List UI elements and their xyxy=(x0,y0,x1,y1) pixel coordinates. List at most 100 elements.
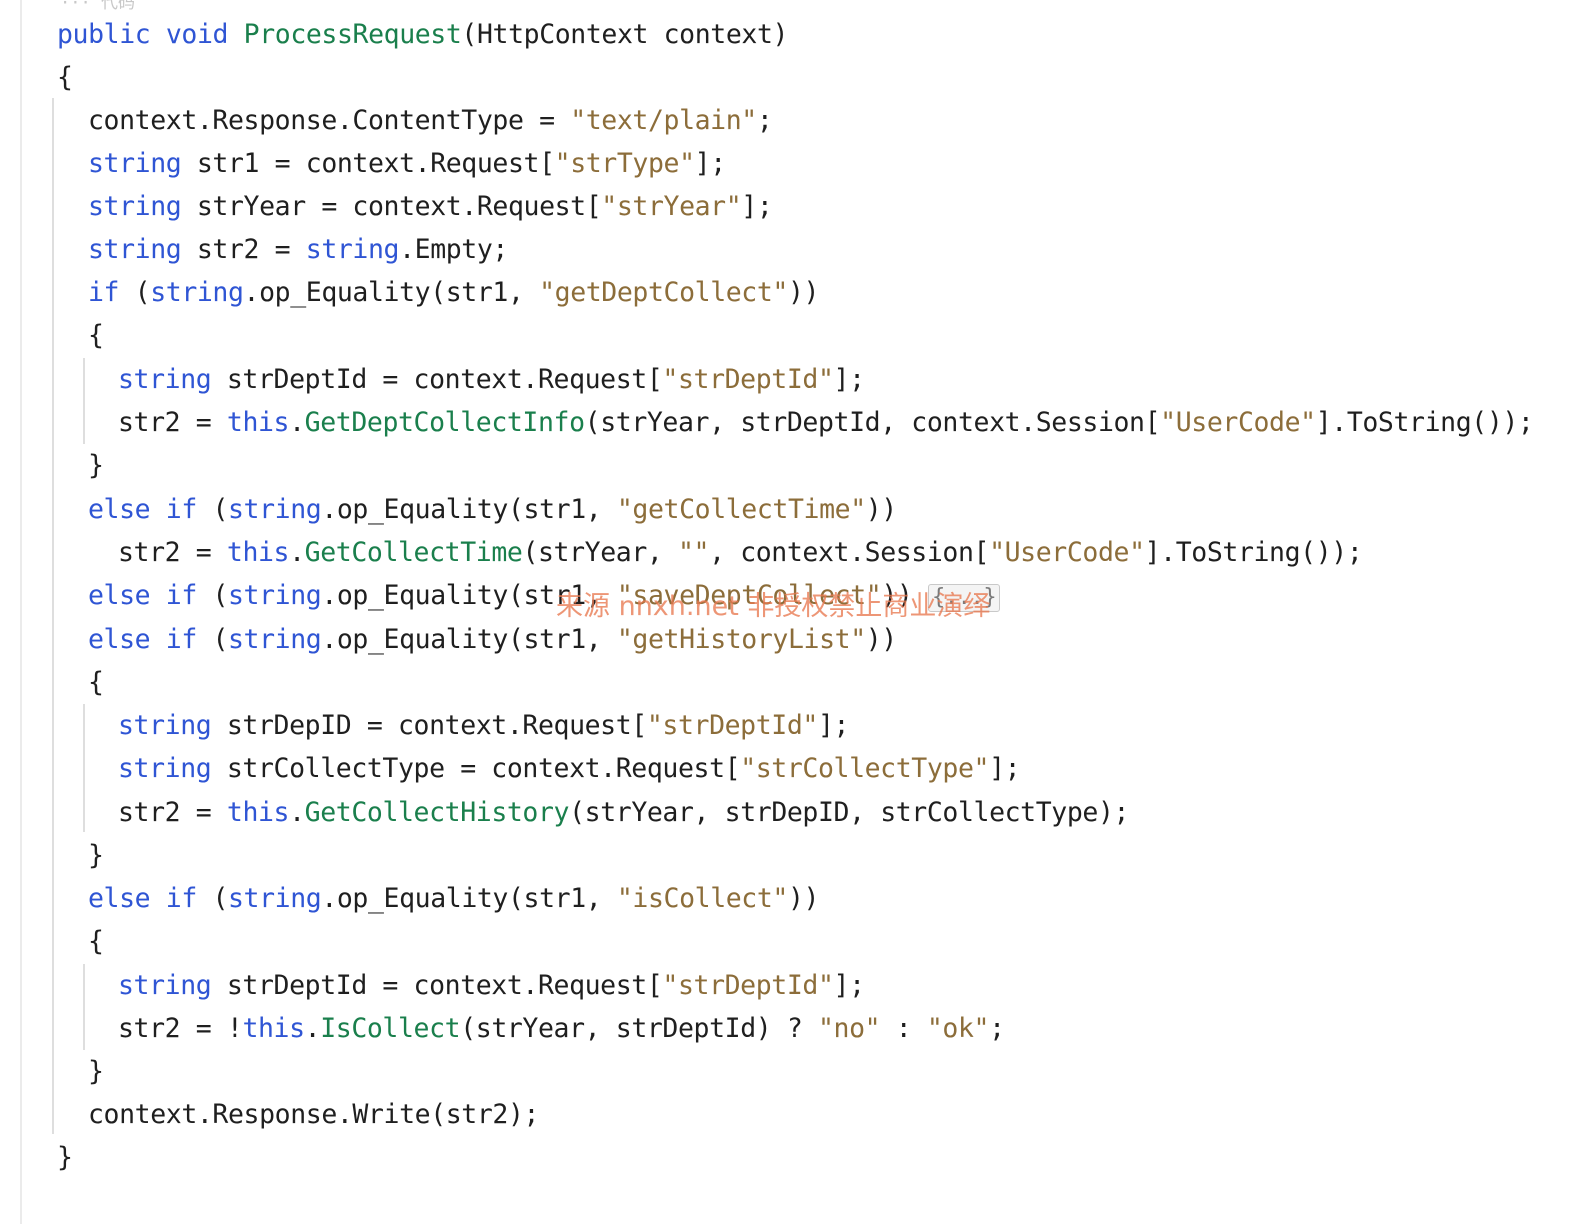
fold-placeholder[interactable]: {...} xyxy=(927,584,1001,612)
code-line[interactable]: str2 = !this.IsCollect(strYear, strDeptI… xyxy=(118,1013,1005,1045)
code-line[interactable]: string str2 = string.Empty; xyxy=(88,234,508,266)
editor-gutter-border xyxy=(20,0,22,1224)
code-token: ; xyxy=(756,105,773,136)
code-token: } xyxy=(88,1056,104,1087)
code-line[interactable]: else if (string.op_Equality(str1, "getHi… xyxy=(88,624,897,656)
code-token: .op_Equality(str1, xyxy=(321,580,617,611)
indent-guide xyxy=(83,704,85,832)
code-token: (HttpContext context) xyxy=(461,19,789,50)
code-token: this xyxy=(226,407,290,438)
code-line[interactable]: { xyxy=(57,62,73,94)
code-line[interactable]: { xyxy=(88,320,104,352)
code-line[interactable]: else if (string.op_Equality(str1, "saveD… xyxy=(88,580,1001,612)
code-token: string xyxy=(118,970,212,1001)
code-line[interactable]: string strDepID = context.Request["strDe… xyxy=(118,710,849,742)
code-line[interactable]: context.Response.ContentType = "text/pla… xyxy=(88,105,773,137)
code-token: "isCollect" xyxy=(616,883,789,914)
code-token: { xyxy=(57,62,73,93)
code-line[interactable]: else if (string.op_Equality(str1, "isCol… xyxy=(88,883,819,915)
code-line[interactable]: { xyxy=(88,926,104,958)
code-token: str2 = xyxy=(118,537,227,568)
code-token: ]; xyxy=(989,753,1021,784)
code-token: ( xyxy=(196,494,228,525)
code-token: string xyxy=(88,148,182,179)
code-line[interactable]: str2 = this.GetCollectHistory(strYear, s… xyxy=(118,797,1129,829)
code-line[interactable]: str2 = this.GetDeptCollectInfo(strYear, … xyxy=(118,407,1534,439)
code-line[interactable]: if (string.op_Equality(str1, "getDeptCol… xyxy=(88,277,819,309)
code-token: .op_Equality(str1, xyxy=(321,494,617,525)
code-line[interactable]: } xyxy=(88,1056,104,1088)
code-token: "strDeptId" xyxy=(662,970,834,1001)
code-token: "ok" xyxy=(926,1013,990,1044)
code-token: (strYear, strDeptId) ? xyxy=(460,1013,818,1044)
code-token: (strYear, strDepID, strCollectType); xyxy=(569,797,1130,828)
code-token: if xyxy=(88,277,120,308)
code-token: ]; xyxy=(741,191,773,222)
code-token: . xyxy=(289,407,305,438)
code-token: , context.Session[ xyxy=(709,537,990,568)
code-token: string xyxy=(228,494,322,525)
code-token: { xyxy=(88,926,104,957)
code-token: this xyxy=(226,797,290,828)
code-token: ].ToString()); xyxy=(1315,407,1534,438)
code-token: strDepID = context.Request[ xyxy=(211,710,647,741)
code-token: ( xyxy=(196,624,228,655)
code-token: GetDeptCollectInfo xyxy=(304,407,585,438)
code-line[interactable]: string strYear = context.Request["strYea… xyxy=(88,191,773,223)
code-line[interactable]: } xyxy=(88,450,104,482)
code-token: : xyxy=(880,1013,927,1044)
code-token: ]; xyxy=(833,364,866,395)
code-line[interactable]: string str1 = context.Request["strType"]… xyxy=(88,148,726,180)
code-token: ProcessRequest xyxy=(243,19,462,50)
code-token: ]; xyxy=(833,970,866,1001)
code-token: "saveDeptCollect" xyxy=(616,580,882,611)
code-line[interactable]: } xyxy=(88,840,104,872)
code-token: (strYear, xyxy=(522,537,678,568)
code-token: "strDeptId" xyxy=(646,710,819,741)
code-token: .op_Equality(str1, xyxy=(321,883,617,914)
code-token: string xyxy=(88,234,182,265)
code-token: "no" xyxy=(817,1013,881,1044)
code-token: )) xyxy=(865,494,898,525)
code-token: )) xyxy=(881,580,928,611)
code-token: GetCollectHistory xyxy=(304,797,570,828)
code-token: str2 = xyxy=(118,407,227,438)
code-line[interactable]: string strDeptId = context.Request["strD… xyxy=(118,970,865,1002)
code-line[interactable]: } xyxy=(57,1142,73,1174)
code-token: } xyxy=(88,450,104,481)
code-token: context.Response.Write(str2); xyxy=(88,1099,540,1130)
top-ghost-text: ··· 代码 xyxy=(60,0,135,13)
code-token: "" xyxy=(677,537,710,568)
code-token: "strType" xyxy=(554,148,695,179)
code-token: . xyxy=(289,797,305,828)
code-token: strCollectType = context.Request[ xyxy=(211,753,741,784)
code-token: "text/plain" xyxy=(570,105,757,136)
code-token: string xyxy=(228,624,322,655)
code-token: ( xyxy=(196,580,228,611)
code-token: string xyxy=(228,883,322,914)
code-token: str1 = context.Request[ xyxy=(181,148,555,179)
code-token: ( xyxy=(196,883,228,914)
code-token: public void xyxy=(57,19,244,50)
code-token: strDeptId = context.Request[ xyxy=(211,970,663,1001)
code-token: context.Response.ContentType = xyxy=(88,105,571,136)
code-token: "getCollectTime" xyxy=(616,494,866,525)
code-line[interactable]: public void ProcessRequest(HttpContext c… xyxy=(57,19,788,51)
code-token: string xyxy=(228,580,322,611)
code-line[interactable]: str2 = this.GetCollectTime(strYear, "", … xyxy=(118,537,1363,569)
code-token: "UserCode" xyxy=(989,537,1145,568)
indent-guide xyxy=(83,964,85,1050)
code-line[interactable]: else if (string.op_Equality(str1, "getCo… xyxy=(88,494,897,526)
code-token: { xyxy=(88,667,104,698)
code-line[interactable]: { xyxy=(88,667,104,699)
code-token: str2 = xyxy=(181,234,306,265)
code-token: else if xyxy=(88,580,197,611)
code-line[interactable]: string strDeptId = context.Request["strD… xyxy=(118,364,865,396)
code-token: IsCollect xyxy=(320,1013,461,1044)
code-line[interactable]: string strCollectType = context.Request[… xyxy=(118,753,1021,785)
code-line[interactable]: context.Response.Write(str2); xyxy=(88,1099,539,1131)
code-token: GetCollectTime xyxy=(304,537,523,568)
code-token: (strYear, strDeptId, context.Session[ xyxy=(584,407,1161,438)
code-token: else if xyxy=(88,624,197,655)
